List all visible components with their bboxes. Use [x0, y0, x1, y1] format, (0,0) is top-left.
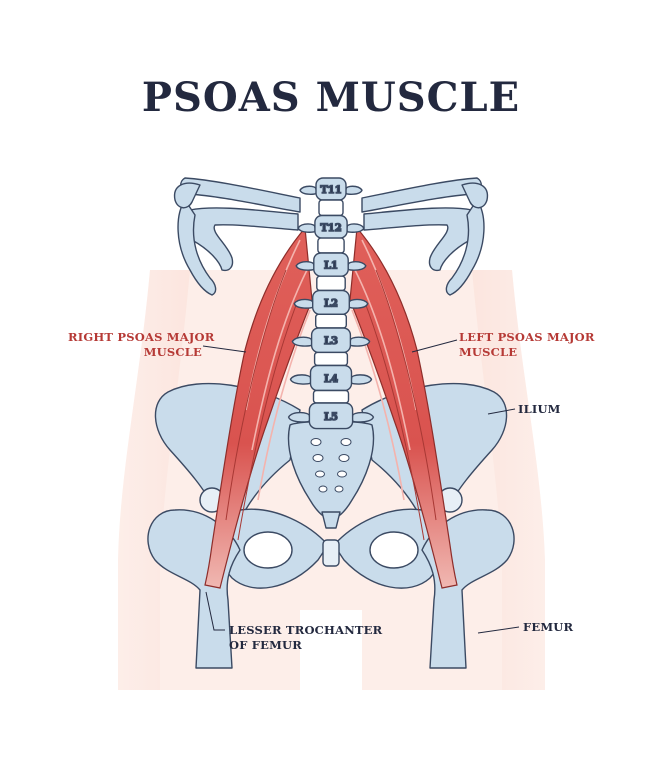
ribs-left-side: [361, 177, 489, 296]
coccyx: [321, 511, 341, 529]
page-title: PSOAS MUSCLE: [141, 74, 521, 121]
label-lesser-trochanter-line1: LESSER TROCHANTER: [229, 623, 383, 637]
vertebra-label-t11: T11: [320, 185, 341, 196]
psoas-muscle-left: [349, 226, 458, 589]
leader-right-psoas: [202, 345, 247, 353]
body-silhouette-edge-left: [118, 270, 190, 690]
label-lesser-trochanter-line2: OF FEMUR: [229, 638, 303, 652]
intervertebral-disc: [317, 237, 345, 254]
intervertebral-disc: [313, 351, 349, 367]
body-silhouette-edge-right: [472, 270, 545, 690]
obturator-hole-left: [369, 531, 419, 569]
label-right-psoas-line2: MUSCLE: [143, 345, 202, 359]
pubic-symphysis: [322, 539, 340, 567]
label-left-psoas-line2: MUSCLE: [459, 345, 518, 359]
leader-lines: [202, 339, 520, 634]
vertebra-label-l3: L3: [324, 336, 338, 347]
label-right-psoas-major: RIGHT PSOAS MAJOR MUSCLE: [68, 330, 215, 360]
leader-ilium: [487, 408, 516, 415]
leader-left-psoas: [411, 339, 458, 353]
label-femur: FEMUR: [523, 620, 574, 634]
vertebra-l1: L1: [295, 252, 367, 292]
leader-femur: [477, 626, 520, 634]
vertebral-body: [308, 402, 354, 430]
label-ilium: ILIUM: [518, 402, 561, 416]
sacral-foramina: [310, 438, 352, 493]
label-lesser-trochanter: LESSER TROCHANTER OF FEMUR: [229, 623, 382, 653]
vertebra-l2: L2: [293, 289, 369, 329]
vertebra-t12: T12: [297, 214, 365, 254]
vertebra-l4: L4: [289, 364, 373, 404]
intervertebral-disc: [312, 389, 350, 404]
label-left-psoas-line1: LEFT PSOAS MAJOR: [459, 330, 595, 344]
ribs-right-side: [173, 177, 301, 296]
vertebra-label-t12: T12: [320, 223, 341, 234]
intervertebral-disc: [316, 275, 346, 292]
label-left-psoas-major: LEFT PSOAS MAJOR MUSCLE: [459, 330, 595, 360]
vertebra-l5: L5: [287, 402, 375, 430]
vertebra-label-l1: L1: [324, 261, 338, 272]
vertebra-label-l4: L4: [324, 374, 338, 385]
label-right-psoas-line1: RIGHT PSOAS MAJOR: [68, 330, 215, 344]
obturator-hole-right: [243, 531, 293, 569]
body-gap: [300, 610, 362, 690]
intervertebral-disc: [318, 199, 344, 217]
vertebra-label-l5: L5: [324, 412, 338, 423]
psoas-muscle-right: [204, 226, 313, 589]
vertebra-label-l2: L2: [324, 298, 338, 309]
vertebra-t11: T11: [299, 177, 363, 217]
intervertebral-disc: [315, 313, 348, 329]
leader-lesser-trochanter: [205, 591, 225, 631]
sacrum: [287, 420, 375, 521]
